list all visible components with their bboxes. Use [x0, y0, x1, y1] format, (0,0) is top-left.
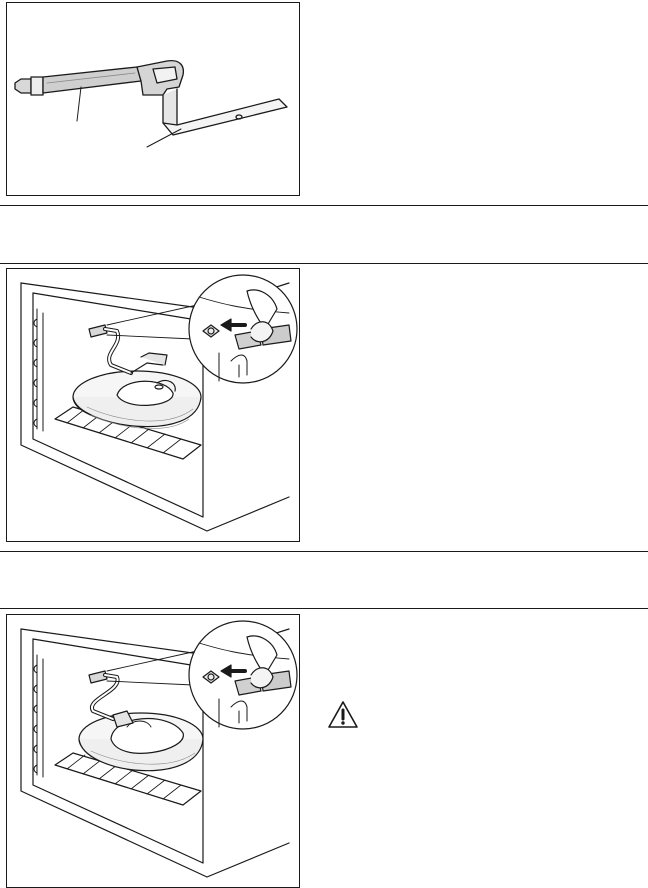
section-divider — [0, 608, 648, 609]
figure-rotisserie-insert-step-1 — [6, 268, 300, 542]
section-divider — [0, 205, 648, 206]
figure-rotisserie-insert-step-2 — [6, 614, 300, 888]
warning-triangle-icon — [327, 700, 359, 730]
oven-drawing-step-1 — [7, 269, 299, 541]
section-divider — [0, 263, 648, 264]
figure-rotisserie-parts — [6, 2, 300, 196]
section-divider — [0, 551, 648, 552]
oven-drawing-step-2 — [7, 615, 299, 887]
rotisserie-parts-drawing — [7, 3, 299, 195]
